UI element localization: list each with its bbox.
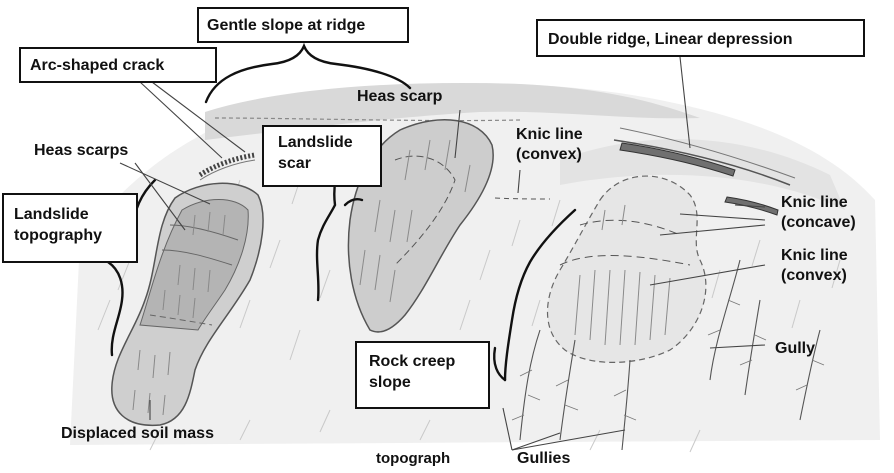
gentle-slope-label: Gentle slope at ridge: [197, 7, 409, 43]
knic-convex-top-line2: (convex): [516, 145, 583, 165]
landslide-topography-line2: topography: [14, 225, 136, 246]
rock-creep-line2: slope: [369, 372, 488, 393]
landslide-scar-label: Landslide scar: [262, 125, 382, 187]
arc-crack-text: Arc-shaped crack: [30, 57, 164, 74]
gully-label: Gully: [775, 339, 815, 359]
gullies-label: Gullies: [517, 449, 570, 469]
knic-concave-line1: Knic line: [781, 193, 856, 213]
knic-convex-right-line1: Knic line: [781, 246, 848, 266]
landslide-scar-line1: Landslide: [278, 132, 380, 153]
knic-convex-top-line1: Knic line: [516, 125, 583, 145]
displaced-soil-label: Displaced soil mass: [61, 424, 214, 444]
gentle-slope-text: Gentle slope at ridge: [207, 17, 365, 34]
topograph-label: topograph: [376, 449, 450, 469]
landslide-topography-label: Landslide topography: [2, 193, 138, 263]
rock-creep-label: Rock creep slope: [355, 341, 490, 409]
double-ridge-text: Double ridge, Linear depression: [548, 31, 793, 48]
knic-convex-right-label: Knic line (convex): [781, 246, 848, 286]
double-ridge-label: Double ridge, Linear depression: [536, 19, 865, 57]
landslide-topography-line1: Landslide: [14, 204, 136, 225]
rock-creep-line1: Rock creep: [369, 351, 488, 372]
heas-scarp-label: Heas scarp: [357, 87, 442, 107]
knic-concave-label: Knic line (concave): [781, 193, 856, 233]
knic-concave-line2: (concave): [781, 213, 856, 233]
heas-scarps-label: Heas scarps: [34, 141, 128, 161]
arc-crack-label: Arc-shaped crack: [19, 47, 217, 83]
knic-convex-right-line2: (convex): [781, 266, 848, 286]
landslide-scar-line2: scar: [278, 153, 380, 174]
knic-convex-top-label: Knic line (convex): [516, 125, 583, 165]
